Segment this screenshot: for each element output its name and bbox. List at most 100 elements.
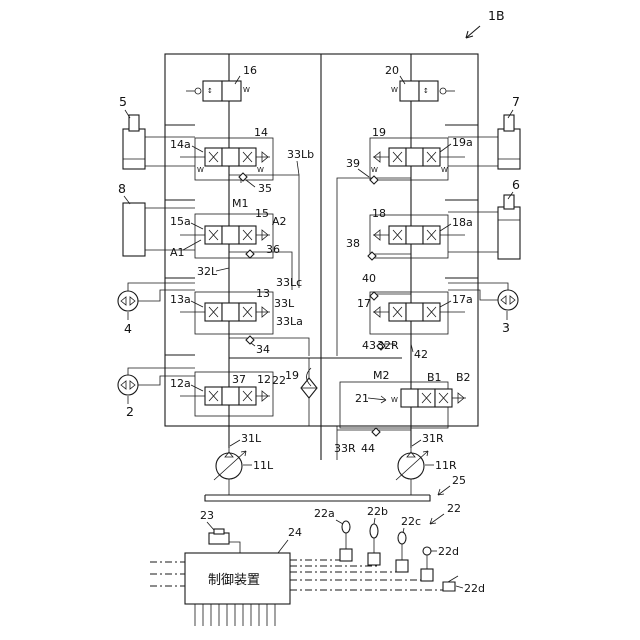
- label-5: 5: [119, 94, 127, 109]
- label-A1: A1: [170, 246, 185, 259]
- valve-16: ↕ W 16: [186, 54, 257, 140]
- valve-19: W W 19 19a: [370, 126, 473, 180]
- valve-16-detent: ↕: [207, 87, 213, 95]
- label-40: 40: [362, 272, 376, 285]
- label-22c: 22c: [401, 515, 421, 528]
- label-34: 34: [256, 343, 270, 356]
- label-43: 43: [362, 339, 376, 352]
- lever-22c: 22c: [396, 515, 421, 572]
- label-M1: M1: [232, 197, 249, 210]
- label-13: 13: [256, 287, 270, 300]
- label-11L: 11L: [253, 459, 274, 472]
- motor-3: 3: [448, 283, 518, 335]
- figure-label: 1B: [466, 8, 505, 38]
- valve-19-spring-l: W: [371, 166, 378, 174]
- label-17: 17: [357, 297, 371, 310]
- label-11R: 11R: [435, 459, 457, 472]
- label-6: 6: [512, 177, 520, 192]
- label-20: 20: [385, 64, 399, 77]
- figure-label-text: 1B: [488, 8, 505, 23]
- lever-22d: 22d: [421, 545, 459, 581]
- label-7: 7: [512, 94, 520, 109]
- valve-18: 18 18a: [370, 207, 473, 258]
- label-19a: 19a: [452, 136, 473, 149]
- label-14: 14: [254, 126, 268, 139]
- label-4: 4: [124, 321, 132, 336]
- label-33L: 33L: [274, 297, 295, 310]
- label-22-mid: 22: [272, 374, 286, 387]
- valve-14-spring-l: W: [197, 166, 204, 174]
- label-18: 18: [372, 207, 386, 220]
- label-B2: B2: [456, 371, 471, 384]
- controller-label: 制御装置: [208, 573, 260, 588]
- label-A2: A2: [272, 215, 287, 228]
- label-33Lb: 33Lb: [287, 148, 314, 161]
- valve-19-spring-r: W: [441, 166, 448, 174]
- label-39: 39: [346, 157, 360, 170]
- label-12: 12: [257, 373, 271, 386]
- label-33Lc: 33Lc: [276, 276, 302, 289]
- label-37: 37: [232, 373, 246, 386]
- label-B1: B1: [427, 371, 442, 384]
- valve-14: W W 14 14a: [170, 126, 273, 180]
- controller-outputs: [195, 604, 275, 626]
- label-33R: 33R: [334, 442, 356, 455]
- label-14a: 14a: [170, 138, 191, 151]
- label-22b: 22b: [367, 505, 388, 518]
- label-16: 16: [243, 64, 257, 77]
- valve-20: ↕ W 20: [385, 64, 455, 101]
- valve-14-spring-r: W: [257, 166, 264, 174]
- check-34: 34: [229, 336, 309, 356]
- label-13a: 13a: [170, 293, 191, 306]
- label-19b: 19: [285, 369, 299, 382]
- label-22d: 22d: [438, 545, 459, 558]
- pump-11L: 31L 11L: [214, 432, 274, 495]
- check-44: 33R 44: [334, 426, 411, 460]
- label-3: 3: [502, 320, 510, 335]
- label-15a: 15a: [170, 215, 191, 228]
- label-M2: M2: [373, 369, 390, 382]
- label-32R: 32R: [377, 339, 399, 352]
- cylinder-5: 5: [119, 94, 195, 169]
- label-35: 35: [258, 182, 272, 195]
- lever-22a: 22a: [314, 507, 352, 561]
- label-23: 23: [200, 509, 214, 522]
- label-36: 36: [266, 243, 280, 256]
- label-33La: 33La: [276, 315, 303, 328]
- label-18a: 18a: [452, 216, 473, 229]
- label-15: 15: [255, 207, 269, 220]
- pedal-22d: 22d: [443, 576, 485, 595]
- valve-12: 37 12 22 12a: [170, 372, 286, 416]
- check-40: 40: [362, 272, 411, 300]
- label-12a: 12a: [170, 377, 191, 390]
- label-38: 38: [346, 237, 360, 250]
- label-8: 8: [118, 181, 126, 196]
- label-22d-pedal: 22d: [464, 582, 485, 595]
- label-22a: 22a: [314, 507, 335, 520]
- filter-19: 19: [285, 368, 317, 426]
- label-17a: 17a: [452, 293, 473, 306]
- label-31R: 31R: [422, 432, 444, 445]
- pump-11R: 31R 11R: [396, 432, 457, 495]
- label-25: 25: [452, 474, 466, 487]
- label-21: 21: [355, 392, 369, 405]
- label-31L: 31L: [241, 432, 262, 445]
- valve-20-detent: ↕: [423, 87, 429, 95]
- label-42: 42: [414, 348, 428, 361]
- valve-13: 13 13a 33L 33La: [170, 287, 303, 334]
- label-32L: 32L: [197, 265, 218, 278]
- valve-16-spring: W: [243, 86, 250, 94]
- valve-20-spring: W: [391, 86, 398, 94]
- cylinder-7: 7: [448, 94, 520, 169]
- label-2: 2: [126, 404, 134, 419]
- lever-22b: 22b: [367, 505, 388, 565]
- valve-21: W M2 B1 B2 21: [340, 369, 471, 428]
- label-19: 19: [372, 126, 386, 139]
- label-44: 44: [361, 442, 375, 455]
- label-22-group: 22: [430, 502, 461, 524]
- label-22: 22: [447, 502, 461, 515]
- engine-line: 25: [205, 474, 466, 501]
- valve-21-spring: W: [391, 396, 398, 404]
- label-24: 24: [288, 526, 302, 539]
